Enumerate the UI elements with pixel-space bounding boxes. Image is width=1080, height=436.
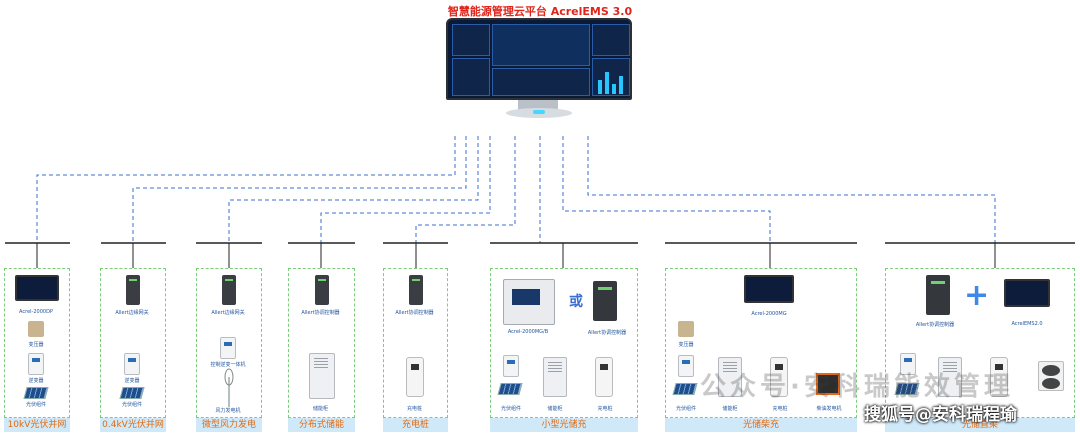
device-caption: Acrel-2000MG/B xyxy=(507,329,549,335)
charging-pile-icon xyxy=(770,357,788,397)
group-micro-wind: Allert边缘网关 控制逆变一体机 风力发电机 xyxy=(196,268,262,418)
inverter-icon xyxy=(124,353,140,375)
group-04kv-pv: Allert边缘网关 逆变器 光伏组件 xyxy=(100,268,166,418)
device-caption: 储能柜 xyxy=(312,406,328,412)
device-caption: 逆变器 xyxy=(28,378,44,384)
coordinator-controller-icon xyxy=(315,275,329,305)
device-caption: 风力发电机 xyxy=(215,408,241,414)
device-caption: 充电桩 xyxy=(772,406,788,412)
device-caption: 控制逆变一体机 xyxy=(210,362,246,368)
group-pv-storage-diesel-charging: Acrel-2000MG 变压器 光伏组件 储能柜 充电桩 柴油发电机 xyxy=(665,268,857,418)
group-small-pv-storage-charging: Acrel-2000MG/B 或 Allert协调控制器 光伏组件 储能柜 充电… xyxy=(490,268,638,418)
device-caption: Allert协调控制器 xyxy=(395,310,434,316)
group-label: 光储柴充 xyxy=(665,418,857,432)
pv-panel-icon xyxy=(672,383,698,395)
sohu-watermark: 搜狐号@安科瑞程瑜 xyxy=(864,405,1017,425)
inverter-icon xyxy=(28,353,44,375)
plus-icon: + xyxy=(964,278,990,313)
device-caption: Allert协调控制器 xyxy=(587,330,627,336)
or-label: 或 xyxy=(569,294,583,310)
device-caption: 变压器 xyxy=(28,342,44,348)
pv-panel-icon xyxy=(23,387,49,399)
acrel-2000dp-monitor-icon xyxy=(15,275,59,301)
device-caption: 光伏组件 xyxy=(25,402,46,408)
device-caption: Allert边缘网关 xyxy=(211,310,245,316)
charging-pile-icon xyxy=(595,357,613,397)
device-caption: 逆变器 xyxy=(124,378,140,384)
group-label: 0.4kV光伏并网 xyxy=(100,418,166,432)
inverter-icon xyxy=(900,353,916,375)
platform-title: 智慧能源管理云平台 AcrelEMS 3.0 xyxy=(447,5,633,18)
device-caption: Acrel-2000MG xyxy=(751,311,787,317)
group-pv-storage-dc-flexible: Allert协调控制器 + AcrelEMS2.0 xyxy=(885,268,1075,418)
acrel-2000mgb-device-icon xyxy=(503,279,555,325)
storage-cabinet-icon xyxy=(543,357,567,397)
coordinator-controller-icon xyxy=(926,275,950,315)
dashboard-screen xyxy=(446,18,632,100)
acrelems-monitor-icon xyxy=(1004,279,1050,307)
device-caption: AcrelEMS2.0 xyxy=(1011,321,1043,327)
device-caption: Acrel-2000DP xyxy=(19,309,53,315)
device-caption: 充电桩 xyxy=(597,406,613,412)
edge-gateway-icon xyxy=(222,275,236,305)
group-10kv-pv: Acrel-2000DP 变压器 逆变器 光伏组件 xyxy=(4,268,70,418)
controller-inverter-icon xyxy=(220,337,236,359)
group-label: 微型风力发电 xyxy=(196,418,262,432)
group-charging-pile: Allert协调控制器 充电桩 xyxy=(383,268,448,418)
group-label: 10kV光伏并网 xyxy=(4,418,70,432)
transformer-icon xyxy=(28,321,44,337)
group-label: 充电桩 xyxy=(383,418,448,432)
group-label: 小型光储充 xyxy=(490,418,638,432)
device-caption: 光伏组件 xyxy=(500,406,521,412)
transformer-icon xyxy=(678,321,694,337)
inverter-icon xyxy=(678,355,694,377)
wechat-watermark: 公众号·安科瑞能效管理 xyxy=(700,372,1014,402)
device-caption: 光伏组件 xyxy=(121,402,142,408)
heat-pump-icon xyxy=(1038,361,1064,391)
charging-pile-icon xyxy=(406,357,424,397)
storage-cabinet-icon xyxy=(718,357,742,397)
inverter-icon xyxy=(503,355,519,377)
device-caption: 储能柜 xyxy=(547,406,563,412)
wind-turbine-icon xyxy=(224,368,234,407)
device-caption: Allert边缘网关 xyxy=(115,310,149,316)
device-caption: 充电桩 xyxy=(406,406,422,412)
device-caption: Allert协调控制器 xyxy=(301,310,340,316)
group-label: 光储直柔 xyxy=(885,418,1075,432)
group-label: 分布式储能 xyxy=(288,418,355,432)
acrel-2000mg-monitor-icon xyxy=(744,275,794,303)
storage-cabinet-icon xyxy=(309,353,335,399)
edge-gateway-icon xyxy=(126,275,140,305)
device-caption: 柴油发电机 xyxy=(816,406,842,412)
diesel-generator-icon xyxy=(816,373,840,395)
group-distributed-storage: Allert协调控制器 储能柜 xyxy=(288,268,355,418)
pv-panel-icon xyxy=(497,383,523,395)
device-caption: 储能柜 xyxy=(722,406,738,412)
storage-cabinet-icon xyxy=(938,357,962,397)
charging-pile-icon xyxy=(990,357,1008,397)
coordinator-controller-icon xyxy=(409,275,423,305)
device-caption: 变压器 xyxy=(678,342,694,348)
device-caption: 光伏组件 xyxy=(675,406,696,412)
pv-panel-icon xyxy=(119,387,145,399)
coordinator-controller-icon xyxy=(593,281,617,321)
device-caption: Allert协调控制器 xyxy=(915,322,955,328)
